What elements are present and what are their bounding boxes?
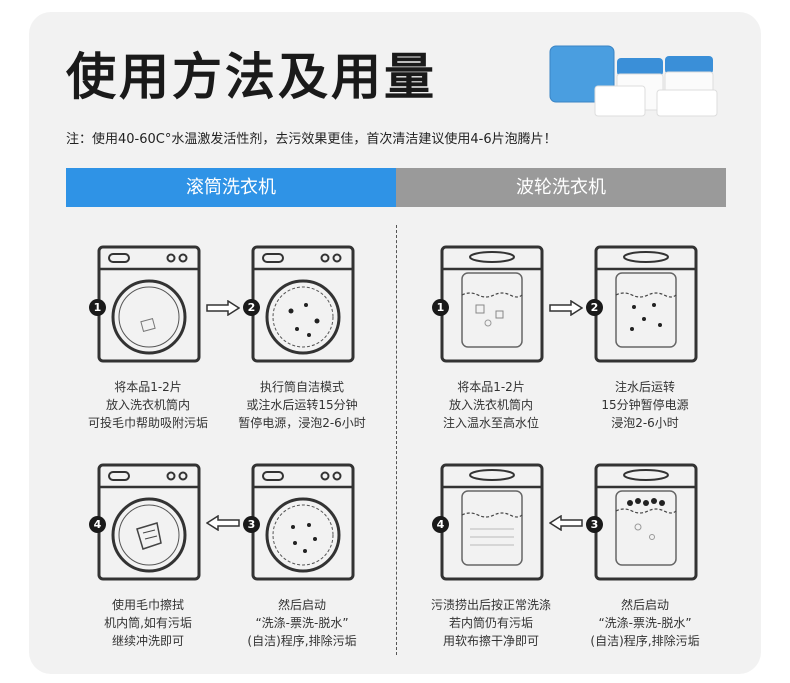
page-title: 使用方法及用量 <box>66 48 437 106</box>
caption-line: 或注水后运转15分钟 <box>246 398 358 412</box>
caption-line: 执行筒自洁模式 <box>259 380 344 394</box>
caption-line: “洗涤-票洗-脱水” <box>255 616 349 630</box>
caption-line: 然后启动 <box>277 598 326 612</box>
front-load-washer-step3-icon <box>251 463 355 581</box>
usage-note: 注：使用40-60C°水温激发活性剂，去污效果更佳，首次清洁建议使用4-6片泡腾… <box>66 132 557 147</box>
front-load-washer-step1-icon <box>97 245 201 363</box>
caption-line: 可投毛巾帮助吸附污垢 <box>87 416 208 430</box>
caption-line: 注水后运转 <box>614 380 675 394</box>
drum-step3-caption: 然后启动 “洗涤-票洗-脱水” (自洁)程序,排除污垢 <box>222 596 382 650</box>
drum-step4-caption: 使用毛巾擦拭 机内筒,如有污垢 继续冲洗即可 <box>68 596 228 650</box>
step-badge: 3 <box>243 516 260 533</box>
arrow-right-icon <box>206 300 240 316</box>
pulsator-step4-caption: 污渍捞出后按正常洗涤 若内筒仍有污垢 用软布擦干净即可 <box>411 596 571 650</box>
top-load-washer-step1-icon <box>440 245 544 363</box>
caption-line: 机内筒,如有污垢 <box>104 616 192 630</box>
caption-line: (自洁)程序,排除污垢 <box>247 634 357 648</box>
caption-line: 放入洗衣机筒内 <box>105 398 190 412</box>
caption-line: 继续冲洗即可 <box>111 634 184 648</box>
step-badge: 4 <box>89 516 106 533</box>
caption-line: 若内筒仍有污垢 <box>448 616 533 630</box>
tab-drum-washer[interactable]: 滚筒洗衣机 <box>66 168 396 207</box>
top-load-washer-step3-icon <box>594 463 698 581</box>
pulsator-step2-caption: 注水后运转 15分钟暂停电源 浸泡2-6小时 <box>565 378 725 432</box>
arrow-left-icon <box>549 515 583 531</box>
arrow-right-icon <box>549 300 583 316</box>
front-load-washer-step4-icon <box>97 463 201 581</box>
drum-step2-caption: 执行筒自洁模式 或注水后运转15分钟 暂停电源，浸泡2-6小时 <box>222 378 382 432</box>
caption-line: 使用毛巾擦拭 <box>111 598 184 612</box>
step-badge: 2 <box>586 299 603 316</box>
caption-line: 放入洗衣机筒内 <box>448 398 533 412</box>
caption-line: 然后启动 <box>620 598 669 612</box>
section-divider <box>396 225 397 655</box>
top-load-washer-step4-icon <box>440 463 544 581</box>
caption-line: 污渍捞出后按正常洗涤 <box>430 598 551 612</box>
caption-line: 将本品1-2片 <box>457 380 525 394</box>
top-load-washer-step2-icon <box>594 245 698 363</box>
drum-step1-caption: 将本品1-2片 放入洗衣机筒内 可投毛巾帮助吸附污垢 <box>68 378 228 432</box>
caption-line: 15分钟暂停电源 <box>601 398 689 412</box>
caption-line: (自洁)程序,排除污垢 <box>590 634 700 648</box>
pulsator-step1-caption: 将本品1-2片 放入洗衣机筒内 注入温水至高水位 <box>411 378 571 432</box>
caption-line: 将本品1-2片 <box>114 380 182 394</box>
caption-line: 暂停电源，浸泡2-6小时 <box>238 416 366 430</box>
pulsator-step3-caption: 然后启动 “洗涤-票洗-脱水” (自洁)程序,排除污垢 <box>565 596 725 650</box>
caption-line: 注入温水至高水位 <box>442 416 539 430</box>
caption-line: 浸泡2-6小时 <box>611 416 679 430</box>
step-badge: 4 <box>432 516 449 533</box>
step-badge: 1 <box>89 299 106 316</box>
background-card <box>29 12 761 674</box>
step-badge: 2 <box>243 299 260 316</box>
step-badge: 3 <box>586 516 603 533</box>
caption-line: 用软布擦干净即可 <box>442 634 539 648</box>
front-load-washer-step2-icon <box>251 245 355 363</box>
tab-pulsator-washer[interactable]: 波轮洗衣机 <box>396 168 726 207</box>
step-badge: 1 <box>432 299 449 316</box>
arrow-left-icon <box>206 515 240 531</box>
product-tablets-image <box>549 45 718 117</box>
caption-line: “洗涤-票洗-脱水” <box>598 616 692 630</box>
